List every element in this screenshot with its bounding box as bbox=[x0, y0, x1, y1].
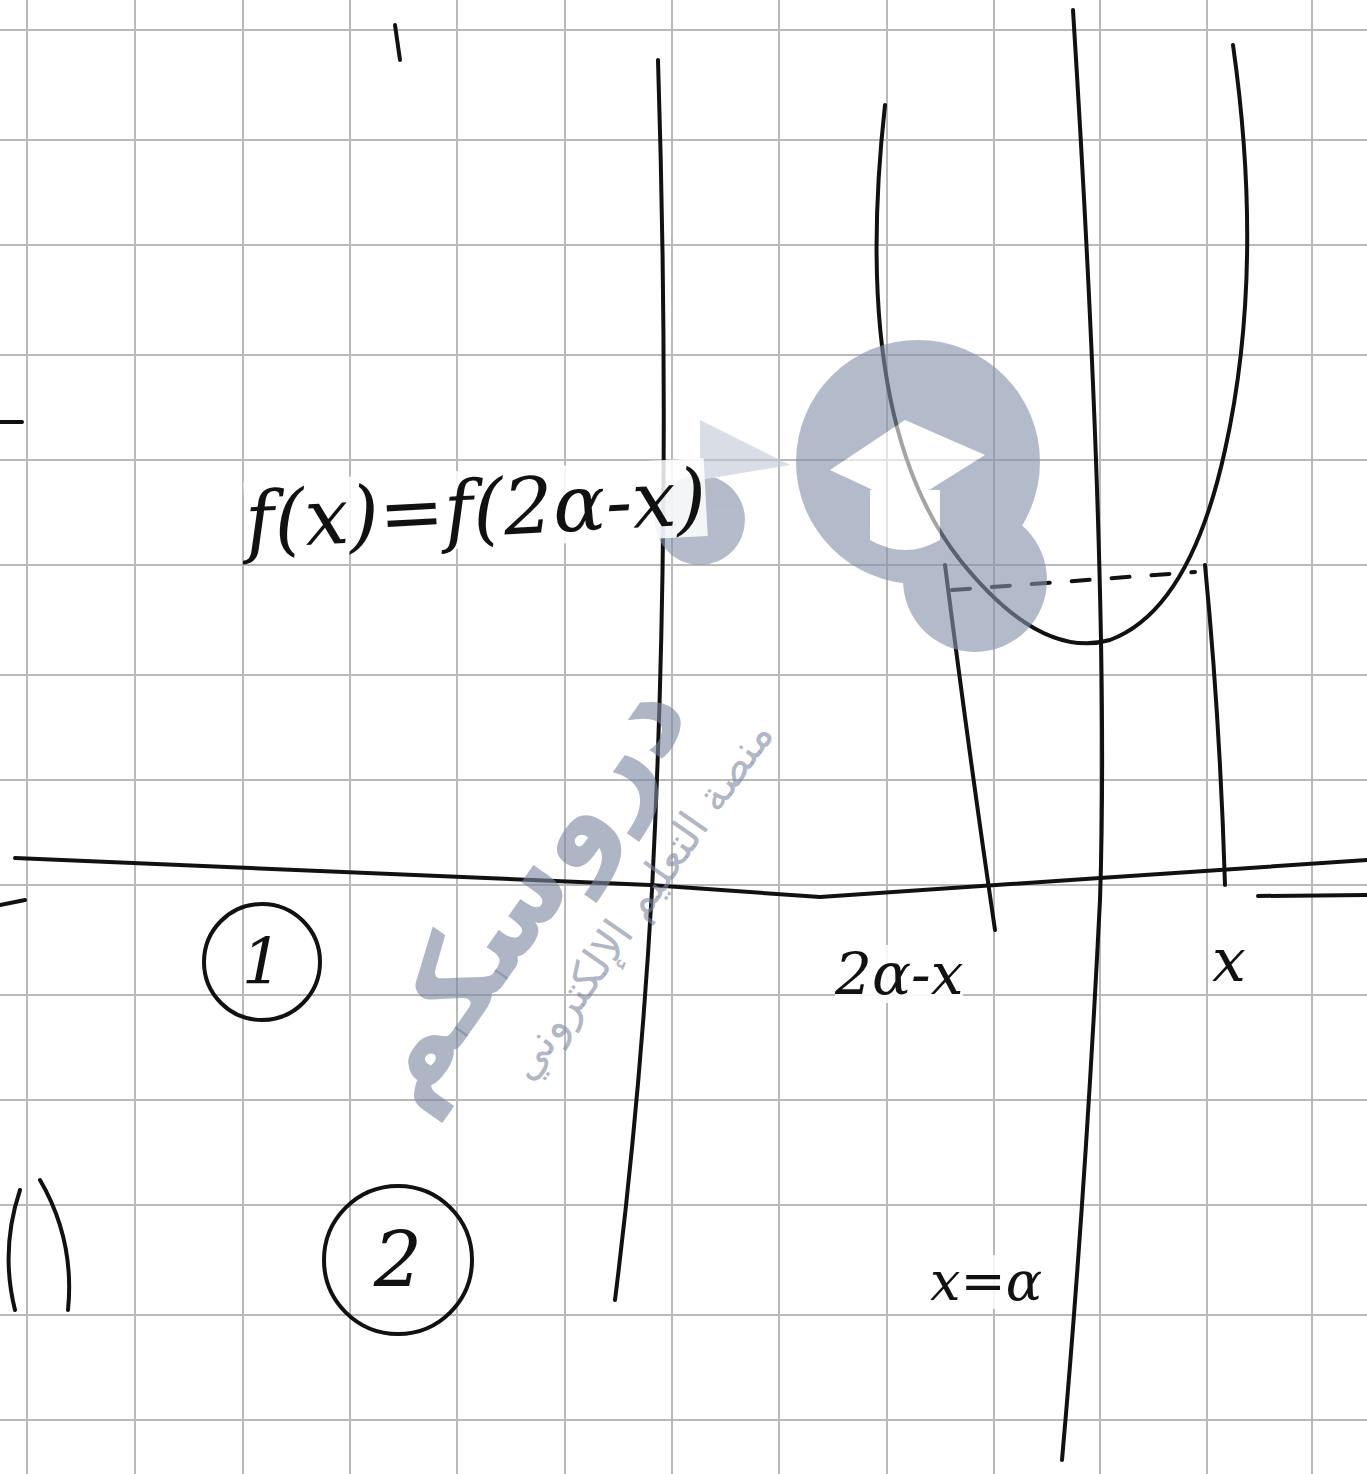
callout-number: 2 bbox=[374, 1222, 422, 1298]
grid-line bbox=[0, 354, 1367, 356]
grid-line bbox=[0, 1314, 1367, 1316]
grid-line bbox=[134, 0, 136, 1474]
callout-number: 1 bbox=[242, 930, 283, 994]
axis-label: 2α-x bbox=[835, 945, 963, 1003]
stray-mark bbox=[0, 420, 22, 424]
grid-line bbox=[0, 29, 1367, 31]
grid-line bbox=[993, 0, 995, 1474]
stray-mark bbox=[9, 1190, 20, 1310]
symmetry-axis bbox=[1062, 10, 1102, 1460]
axis-label: x=α bbox=[930, 1255, 1042, 1309]
grid-line bbox=[0, 1204, 1367, 1206]
drop-line bbox=[1205, 565, 1225, 885]
grid-line bbox=[886, 0, 888, 1474]
grid-line bbox=[0, 1419, 1367, 1421]
axis-mark bbox=[1258, 895, 1367, 896]
grid-line bbox=[0, 139, 1367, 141]
grid-line bbox=[242, 0, 244, 1474]
stray-mark bbox=[40, 1180, 69, 1310]
stray-mark bbox=[0, 900, 25, 905]
stray-mark bbox=[395, 25, 400, 60]
grid-line bbox=[0, 994, 1367, 996]
axis-label: x bbox=[1212, 930, 1246, 990]
equation: f(x)=f(2α-x) bbox=[243, 458, 708, 560]
grid-line bbox=[456, 0, 458, 1474]
grid-line bbox=[0, 779, 1367, 781]
grid-line bbox=[0, 1099, 1367, 1101]
grid-line bbox=[349, 0, 351, 1474]
grid-line bbox=[0, 564, 1367, 566]
grid-line bbox=[1311, 0, 1313, 1474]
grid-line bbox=[1206, 0, 1208, 1474]
grid-line bbox=[0, 244, 1367, 246]
graph-lines bbox=[0, 10, 1367, 1460]
circled-number: 1 bbox=[202, 902, 322, 1022]
grid-line bbox=[0, 674, 1367, 676]
watermark-logo bbox=[655, 340, 1047, 652]
grid-line bbox=[26, 0, 28, 1474]
circled-number: 2 bbox=[322, 1184, 474, 1336]
